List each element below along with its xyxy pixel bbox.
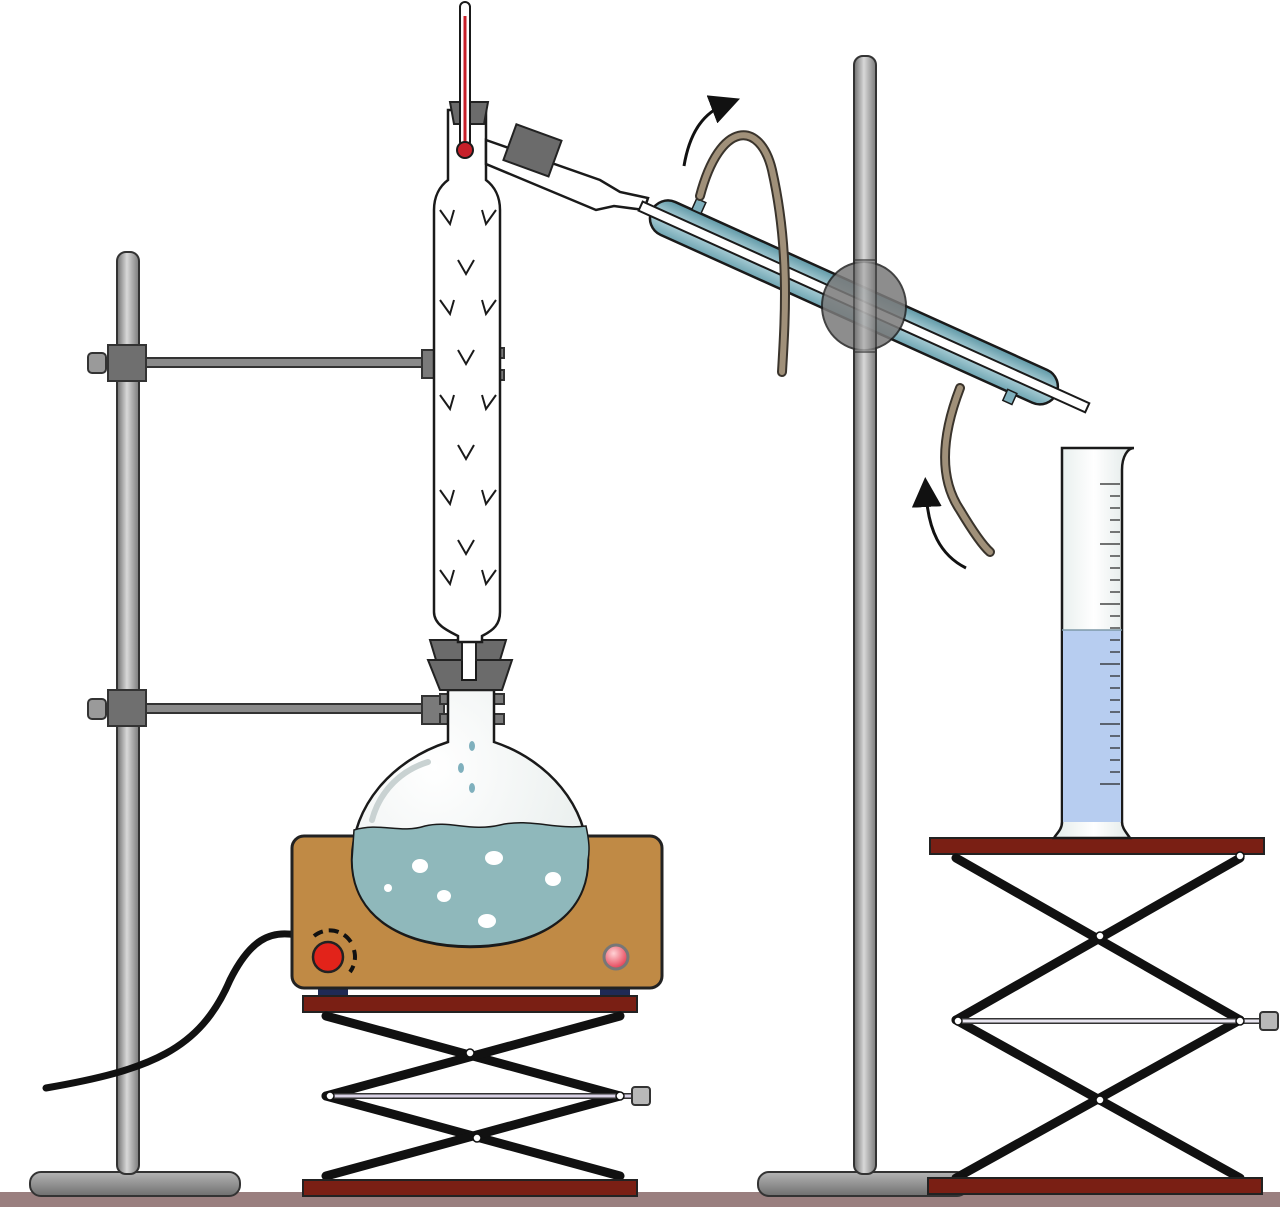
cylinder-graduations [1100, 483, 1120, 785]
left-jack-top-plate [302, 995, 638, 1013]
flow-arrow-icon [911, 477, 967, 570]
left-lab-jack [302, 988, 651, 1197]
left-jack-bottom-plate [302, 1179, 638, 1197]
left-stand-base [29, 1171, 241, 1197]
right-jack-bottom-plate [927, 1177, 1263, 1195]
graduated-cylinder [1051, 446, 1135, 840]
fractionating-column [432, 108, 502, 644]
power-cord [42, 930, 300, 1092]
vigreux-indents [439, 209, 497, 587]
flow-arrow-icon [682, 95, 741, 167]
distillation-adapter [484, 123, 650, 212]
indicator-light [602, 943, 630, 971]
round-bottom-flask [350, 688, 590, 949]
boiling-bubbles [384, 851, 561, 928]
flask-highlight [369, 759, 431, 823]
knob-scale [312, 928, 357, 974]
right-lab-jack [927, 837, 1279, 1195]
right-stand-rod [853, 55, 877, 1175]
right-ring-stand [757, 55, 969, 1197]
thermometer-icon [456, 1, 474, 159]
condensate-droplets [458, 741, 475, 793]
adapter-stopper [502, 123, 563, 178]
left-ring-stand [29, 251, 505, 1197]
cylinder-liquid [1063, 630, 1121, 822]
right-jack-top-plate [929, 837, 1265, 855]
flask-liquid [351, 822, 590, 947]
lower-clamp [87, 689, 505, 727]
heat-knob [311, 940, 345, 974]
water-inlet-nozzle [1001, 388, 1018, 406]
